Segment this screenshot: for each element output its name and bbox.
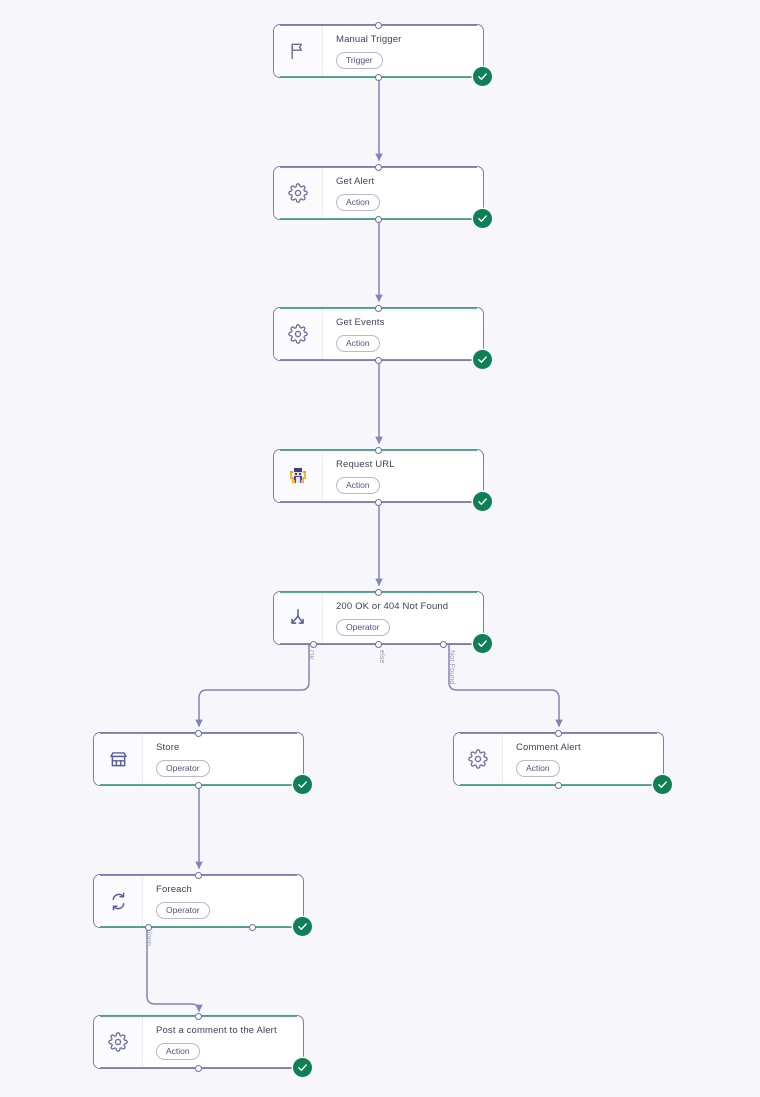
workflow-node-request-url[interactable]: Request URL Action bbox=[273, 446, 492, 511]
node-kind-badge: Action bbox=[336, 194, 380, 211]
node-body: Get Events Action bbox=[323, 308, 483, 360]
node-kind-badge: Operator bbox=[336, 619, 390, 636]
edge-label-ok: OK bbox=[307, 650, 314, 661]
node-body: Get Alert Action bbox=[323, 167, 483, 219]
node-kind-badge: Action bbox=[336, 335, 380, 352]
node-port-output-ok[interactable] bbox=[310, 640, 317, 648]
branch-icon bbox=[274, 592, 323, 644]
node-port-input[interactable] bbox=[195, 1012, 202, 1020]
node-port-output[interactable] bbox=[555, 781, 562, 789]
edge-label-else: else bbox=[378, 650, 385, 664]
node-port-output[interactable] bbox=[375, 498, 382, 506]
node-port-input[interactable] bbox=[195, 729, 202, 737]
node-title: Manual Trigger bbox=[336, 34, 402, 45]
node-body: Manual Trigger Trigger bbox=[323, 25, 483, 77]
node-port-input[interactable] bbox=[195, 871, 202, 879]
workflow-node-condition[interactable]: 200 OK or 404 Not Found Operator bbox=[273, 588, 492, 653]
node-port-output[interactable] bbox=[195, 781, 202, 789]
status-badge-success bbox=[293, 1058, 312, 1077]
store-icon bbox=[94, 733, 143, 785]
workflow-node-comment-alert[interactable]: Comment Alert Action bbox=[453, 729, 672, 794]
node-port-input[interactable] bbox=[375, 446, 382, 454]
node-port-output-not-found[interactable] bbox=[440, 640, 447, 648]
gear-icon bbox=[274, 167, 323, 219]
node-port-input[interactable] bbox=[375, 21, 382, 29]
node-kind-badge: Operator bbox=[156, 760, 210, 777]
node-port-input[interactable] bbox=[375, 588, 382, 596]
node-kind-badge: Action bbox=[156, 1043, 200, 1060]
gear-icon bbox=[274, 308, 323, 360]
edge-condition-notfound-comment-alert bbox=[448, 644, 563, 728]
node-body: Request URL Action bbox=[323, 450, 483, 502]
node-kind-badge: Action bbox=[336, 477, 380, 494]
node-title: Request URL bbox=[336, 459, 395, 470]
node-body: Post a comment to the Alert Action bbox=[143, 1016, 303, 1068]
status-badge-success bbox=[653, 775, 672, 794]
node-accent-bottom bbox=[100, 926, 297, 927]
gear-icon bbox=[94, 1016, 143, 1068]
node-port-output[interactable] bbox=[375, 356, 382, 364]
node-port-output-loop[interactable] bbox=[144, 923, 152, 931]
status-badge-success bbox=[473, 634, 492, 653]
node-kind-badge: Trigger bbox=[336, 52, 383, 69]
workflow-node-get-alert[interactable]: Get Alert Action bbox=[273, 163, 492, 228]
edge-label-loop: loop bbox=[145, 932, 152, 947]
node-body: Comment Alert Action bbox=[503, 733, 663, 785]
edge-condition-ok-store bbox=[195, 644, 310, 728]
edge-foreach-post-comment bbox=[146, 927, 203, 1013]
node-port-output-done[interactable] bbox=[249, 923, 256, 931]
flag-icon bbox=[274, 25, 323, 77]
node-title: Comment Alert bbox=[516, 742, 581, 753]
status-badge-success bbox=[473, 67, 492, 86]
node-port-output[interactable] bbox=[195, 1064, 202, 1072]
node-port-output[interactable] bbox=[375, 73, 382, 81]
node-port-output[interactable] bbox=[375, 215, 382, 223]
workflow-node-manual-trigger[interactable]: Manual Trigger Trigger bbox=[273, 21, 492, 86]
node-kind-badge: Action bbox=[516, 760, 560, 777]
node-title: Get Alert bbox=[336, 176, 375, 187]
workflow-node-foreach[interactable]: Foreach Operator bbox=[93, 871, 312, 936]
node-title: Post a comment to the Alert bbox=[156, 1025, 277, 1036]
node-body: Store Operator bbox=[143, 733, 303, 785]
workflow-node-post-comment[interactable]: Post a comment to the Alert Action bbox=[93, 1012, 312, 1077]
node-title: Get Events bbox=[336, 317, 385, 328]
node-port-input[interactable] bbox=[375, 163, 382, 171]
status-badge-success bbox=[473, 209, 492, 228]
gear-icon bbox=[454, 733, 503, 785]
status-badge-success bbox=[473, 350, 492, 369]
node-body: Foreach Operator bbox=[143, 875, 303, 927]
node-port-input[interactable] bbox=[375, 304, 382, 312]
node-kind-badge: Operator bbox=[156, 902, 210, 919]
workflow-node-store[interactable]: Store Operator bbox=[93, 729, 312, 794]
status-badge-success bbox=[293, 775, 312, 794]
workflow-node-get-events[interactable]: Get Events Action bbox=[273, 304, 492, 369]
node-body: 200 OK or 404 Not Found Operator bbox=[323, 592, 483, 644]
edge-label-not-found: Not Found bbox=[448, 650, 455, 685]
node-port-input[interactable] bbox=[555, 729, 562, 737]
node-title: 200 OK or 404 Not Found bbox=[336, 601, 449, 612]
status-badge-success bbox=[473, 492, 492, 511]
node-title: Store bbox=[156, 742, 180, 753]
loop-icon bbox=[94, 875, 143, 927]
node-title: Foreach bbox=[156, 884, 192, 895]
viking-icon bbox=[274, 450, 323, 502]
status-badge-success bbox=[293, 917, 312, 936]
node-port-output-else[interactable] bbox=[375, 640, 382, 648]
